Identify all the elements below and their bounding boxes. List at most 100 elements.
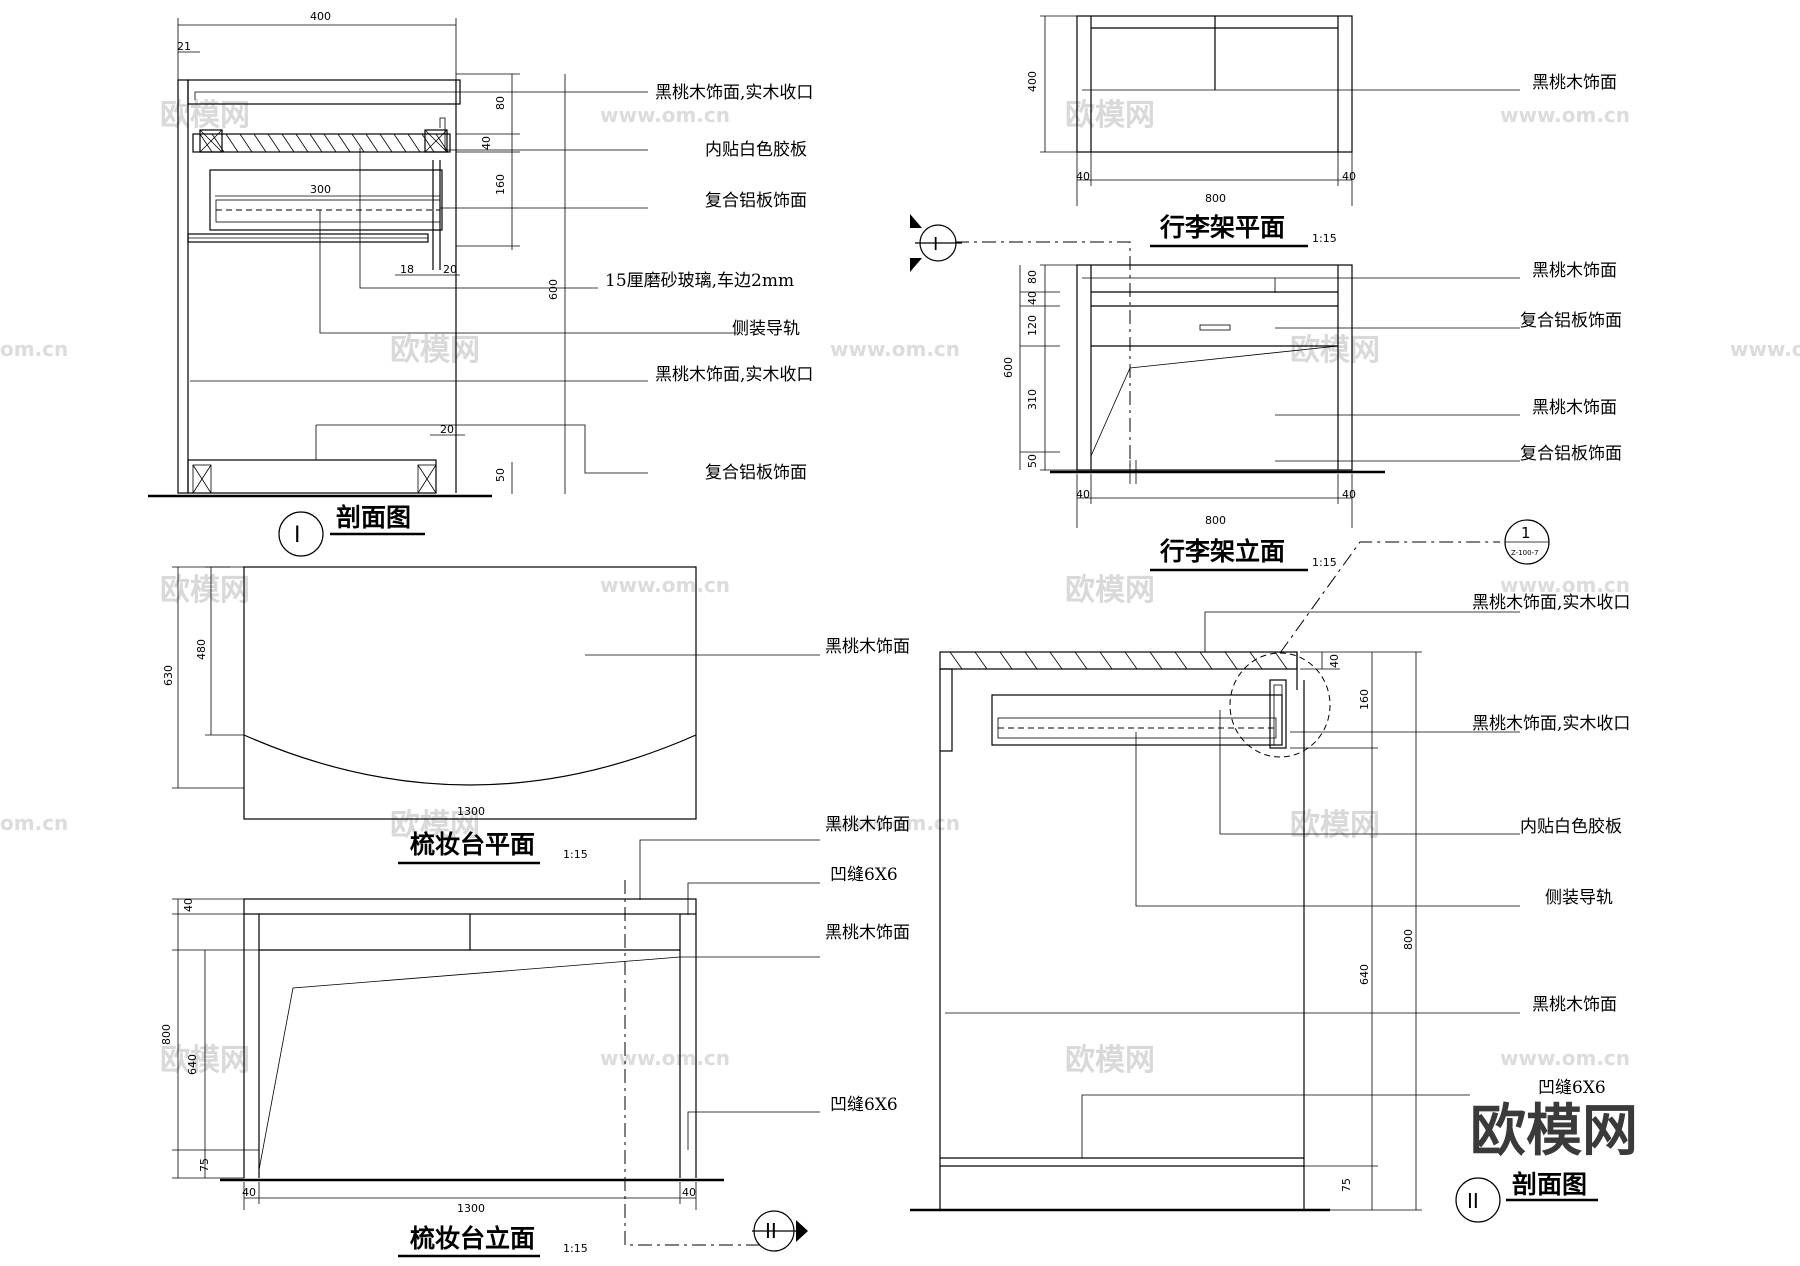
vanity-plan-scale: 1:15 (563, 848, 588, 861)
label-walnut-veneer: 黑桃木饰面 (1532, 995, 1617, 1015)
dim-40: 40 (182, 898, 195, 912)
dim-1300: 1300 (457, 805, 485, 818)
luggage-plan: 400 40 40 800 黑桃木饰面 行李架平面 1:15 (1026, 15, 1617, 248)
dim-160: 160 (1358, 689, 1371, 710)
dim-20a: 20 (443, 263, 457, 276)
label-walnut-veneer: 黑桃木饰面 (1532, 398, 1617, 418)
label-walnut-veneer-solid-edge: 黑桃木饰面,实木收口 (1472, 714, 1630, 734)
section-marker-label: I (294, 523, 301, 548)
dim-50: 50 (1026, 454, 1039, 468)
label-walnut-veneer: 黑桃木饰面 (1532, 261, 1617, 281)
dim-480: 480 (195, 639, 208, 660)
vanity-elev: II 40 800 640 75 40 1300 40 黑桃木饰面 凹缝6X6 … (160, 815, 910, 1258)
label-side-rail: 侧装导轨 (732, 319, 800, 339)
dim-40: 40 (480, 136, 493, 150)
dim-40: 40 (682, 1186, 696, 1199)
watermark-brand: 欧模网 (390, 808, 480, 843)
watermark-url: www.om.cn (600, 1046, 730, 1070)
vanity-plan-title: 梳妆台平面 (410, 830, 535, 859)
label-walnut-veneer: 黑桃木饰面 (825, 815, 910, 835)
label-groove: 凹缝6X6 (1538, 1078, 1606, 1098)
label-groove: 凹缝6X6 (830, 865, 898, 885)
watermark-brand: 欧模网 (1065, 1043, 1155, 1078)
watermark-brand-large: 欧模网 (1470, 1099, 1638, 1164)
section-ii-title: 剖面图 (1512, 1170, 1587, 1199)
watermark-url: www.om.cn (1500, 1046, 1630, 1070)
dim-40: 40 (1076, 488, 1090, 501)
label-walnut-veneer-solid-edge: 黑桃木饰面,实木收口 (1472, 593, 1630, 613)
dim-640: 640 (186, 1054, 199, 1075)
dim-18: 18 (400, 263, 414, 276)
label-walnut-veneer-solid-edge: 黑桃木饰面,实木收口 (655, 83, 813, 103)
watermark-brand: 欧模网 (1065, 573, 1155, 608)
dim-80: 80 (1026, 270, 1039, 284)
label-white-laminate: 内贴白色胶板 (705, 140, 807, 160)
dim-75: 75 (1340, 1178, 1353, 1192)
vanity-elev-scale: 1:15 (563, 1242, 588, 1255)
detail-ref-number: 1 (1521, 524, 1531, 542)
section-marker-circle (1455, 1177, 1501, 1223)
watermark-brand: 欧模网 (1290, 333, 1380, 368)
dim-75: 75 (198, 1158, 211, 1172)
section-marker-circle (278, 511, 324, 557)
dim-120: 120 (1026, 315, 1039, 336)
dim-800: 800 (1205, 192, 1226, 205)
section-ii: 1 Z-100-7 40 160 800 640 75 黑桃木饰面,实木收口 黑… (910, 519, 1630, 1223)
watermark-url: www.om.cn (1730, 337, 1800, 361)
dim-50: 50 (494, 468, 507, 482)
dim-1300: 1300 (457, 1202, 485, 1215)
luggage-plan-title: 行李架平面 (1159, 213, 1285, 242)
label-aluminum-panel: 复合铝板饰面 (705, 463, 807, 483)
label-white-laminate: 内贴白色胶板 (1520, 817, 1622, 837)
watermark-brand: 欧模网 (390, 333, 480, 368)
label-aluminum-panel: 复合铝板饰面 (1520, 311, 1622, 331)
dim-800: 800 (1205, 514, 1226, 527)
dim-40: 40 (1026, 291, 1039, 305)
dim-300: 300 (310, 183, 331, 196)
watermark-brand: 欧模网 (160, 573, 250, 608)
watermark-brand: 欧模网 (160, 98, 250, 133)
section-marker-label: II (765, 1219, 777, 1243)
label-frosted-glass: 15厘磨砂玻璃,车边2mm (605, 271, 794, 291)
section-marker-label: II (1467, 1189, 1479, 1213)
luggage-elev: I 80 40 120 600 310 50 40 40 800 黑桃木饰面 复… (910, 214, 1622, 572)
dim-600: 600 (547, 279, 560, 300)
watermark-url: www.om.cn (830, 811, 960, 835)
label-walnut-veneer: 黑桃木饰面 (1532, 73, 1617, 93)
label-groove: 凹缝6X6 (830, 1095, 898, 1115)
watermark-url: om.cn (0, 811, 68, 835)
watermark-brand: 欧模网 (1290, 808, 1380, 843)
dim-40: 40 (1328, 654, 1341, 668)
label-side-rail: 侧装导轨 (1545, 888, 1613, 908)
vanity-elev-title: 梳妆台立面 (410, 1224, 535, 1253)
section-marker-label: I (933, 234, 938, 255)
dim-640: 640 (1358, 964, 1371, 985)
dim-400: 400 (310, 10, 331, 23)
dim-310: 310 (1026, 389, 1039, 410)
watermark-layer: 欧模网 欧模网 欧模网 欧模网 欧模网 欧模网 欧模网 欧模网 欧模网 欧模网 … (0, 98, 1800, 1164)
dim-40: 40 (1076, 170, 1090, 183)
label-walnut-veneer-solid-edge: 黑桃木饰面,实木收口 (655, 365, 813, 385)
dim-160: 160 (494, 174, 507, 195)
dim-800: 800 (1402, 929, 1415, 950)
dim-400: 400 (1026, 71, 1039, 92)
watermark-url: om.cn (0, 337, 68, 361)
luggage-elev-title: 行李架立面 (1159, 537, 1285, 566)
dim-40: 40 (1342, 170, 1356, 183)
dim-630: 630 (162, 665, 175, 686)
dim-600: 600 (1002, 357, 1015, 378)
luggage-plan-scale: 1:15 (1312, 232, 1337, 245)
section-i: 400 21 80 40 160 600 50 300 18 20 20 黑桃木… (148, 10, 813, 557)
watermark-url: www.om.cn (1500, 573, 1630, 597)
dim-800: 800 (160, 1024, 173, 1045)
watermark-url: www.om.cn (830, 337, 960, 361)
dim-80: 80 (494, 96, 507, 110)
dim-20b: 20 (440, 423, 454, 436)
vanity-plan: 630 480 1300 黑桃木饰面 梳妆台平面 1:15 (162, 566, 910, 865)
label-walnut-veneer: 黑桃木饰面 (825, 923, 910, 943)
dim-40: 40 (242, 1186, 256, 1199)
label-aluminum-panel: 复合铝板饰面 (1520, 444, 1622, 464)
watermark-url: www.om.cn (600, 573, 730, 597)
label-aluminum-panel: 复合铝板饰面 (705, 191, 807, 211)
